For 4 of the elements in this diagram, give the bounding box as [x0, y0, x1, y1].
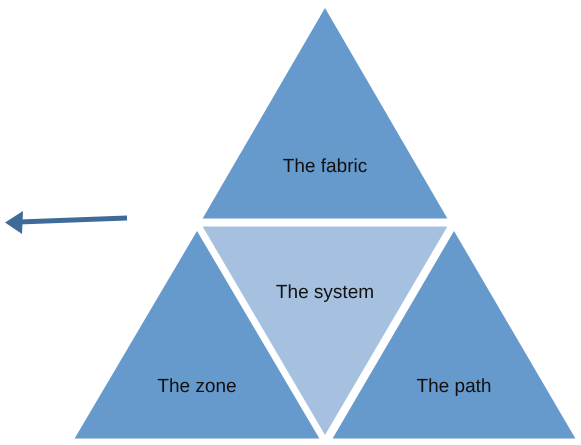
triangle-label: The zone [157, 376, 237, 398]
triangle-label: The system [276, 282, 374, 304]
triangle-label: The path [416, 376, 492, 398]
triangle-label: The fabric [282, 156, 368, 178]
